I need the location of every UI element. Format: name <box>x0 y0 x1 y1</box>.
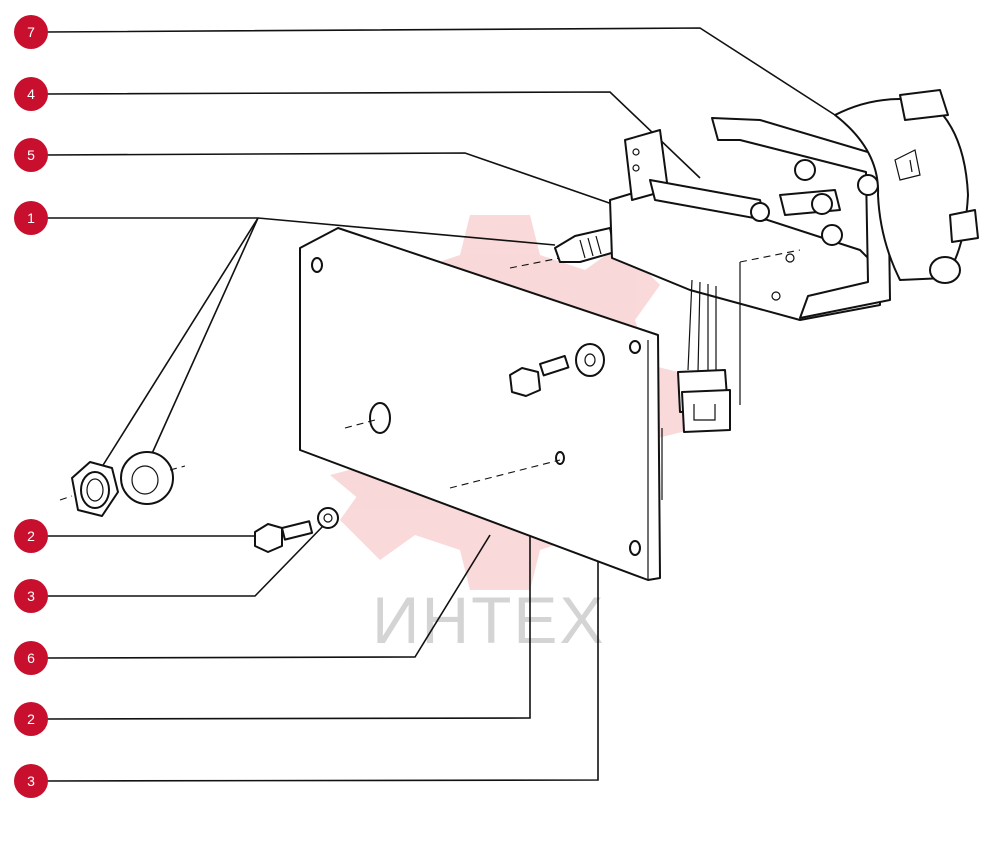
svg-text:1: 1 <box>27 210 35 226</box>
svg-text:7: 7 <box>27 24 35 40</box>
motor-housing <box>834 89 979 284</box>
svg-text:4: 4 <box>27 86 35 102</box>
nut-and-washer <box>59 451 186 517</box>
callout-1: 1 <box>14 201 48 235</box>
svg-text:6: 6 <box>27 650 35 666</box>
callout-5: 5 <box>14 138 48 172</box>
svg-text:3: 3 <box>27 773 35 789</box>
callout-3-lower: 3 <box>14 764 48 798</box>
svg-text:2: 2 <box>27 528 35 544</box>
leader-lines <box>45 27 836 782</box>
bracket-assembly <box>609 117 891 405</box>
bolt-on-plate <box>509 343 605 397</box>
watermark-text: ИНТЕХ <box>372 583 605 657</box>
mounting-plate <box>299 227 661 581</box>
callout-3-upper: 3 <box>14 579 48 613</box>
callout-2-upper: 2 <box>14 519 48 553</box>
callout-2-lower: 2 <box>14 702 48 736</box>
svg-text:3: 3 <box>27 588 35 604</box>
svg-text:5: 5 <box>27 147 35 163</box>
callout-4: 4 <box>14 77 48 111</box>
svg-text:2: 2 <box>27 711 35 727</box>
bolt-lower-left <box>254 507 339 553</box>
wiring-connector <box>661 279 731 500</box>
callout-6: 6 <box>14 641 48 675</box>
callout-7: 7 <box>14 15 48 49</box>
